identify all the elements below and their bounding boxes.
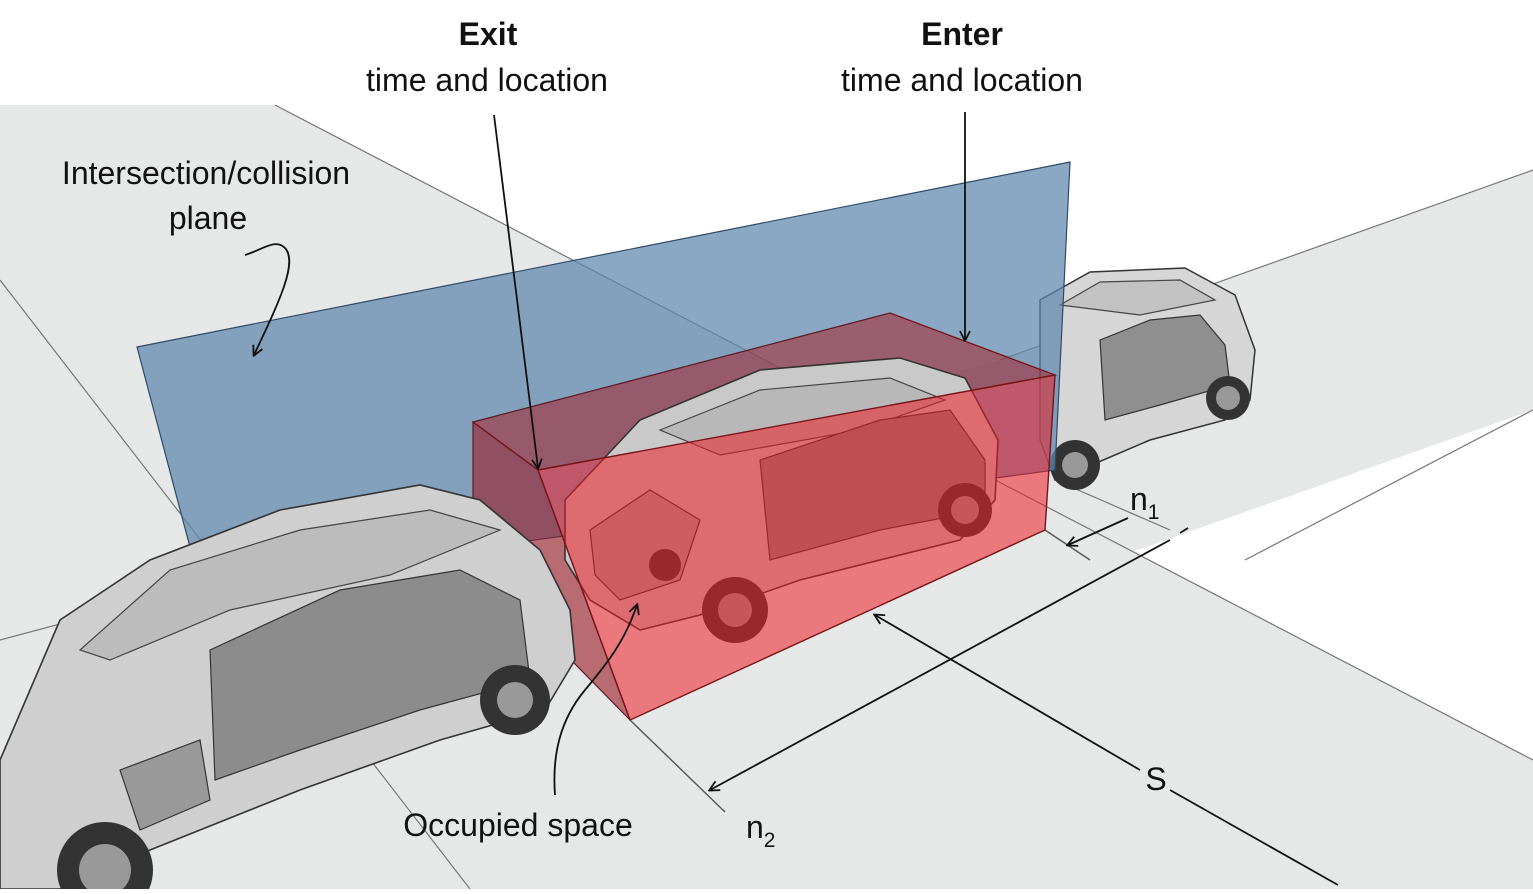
occupied-arrow <box>553 605 637 796</box>
plane-label-line2: plane <box>168 200 248 236</box>
n2-base: n <box>746 809 764 845</box>
n1-arrow <box>1068 517 1129 545</box>
plane-arrow <box>244 243 291 355</box>
s-label: S <box>1145 761 1167 797</box>
enter-title: Enter <box>921 16 1003 52</box>
n2-dimension-arrow <box>710 539 1171 790</box>
car-right-icon <box>1039 267 1256 490</box>
n2-subscript: 2 <box>763 829 776 852</box>
exit-subtitle: time and location <box>366 62 608 98</box>
plane-label-line1: Intersection/collision <box>61 155 351 191</box>
s-line-tail <box>1169 789 1339 886</box>
occupied-space-label: Occupied space <box>403 807 633 843</box>
n1-label: n1 <box>1130 480 1180 532</box>
n2-label: n2 <box>746 808 796 860</box>
car-left-icon <box>0 484 576 894</box>
s-arrow <box>875 615 1141 771</box>
n1-subscript: 1 <box>1147 501 1160 524</box>
enter-subtitle: time and location <box>841 62 1083 98</box>
annotation-arrows <box>244 112 1339 886</box>
exit-title: Exit <box>458 16 518 52</box>
exit-arrow <box>493 114 538 468</box>
n1-base: n <box>1130 481 1148 517</box>
